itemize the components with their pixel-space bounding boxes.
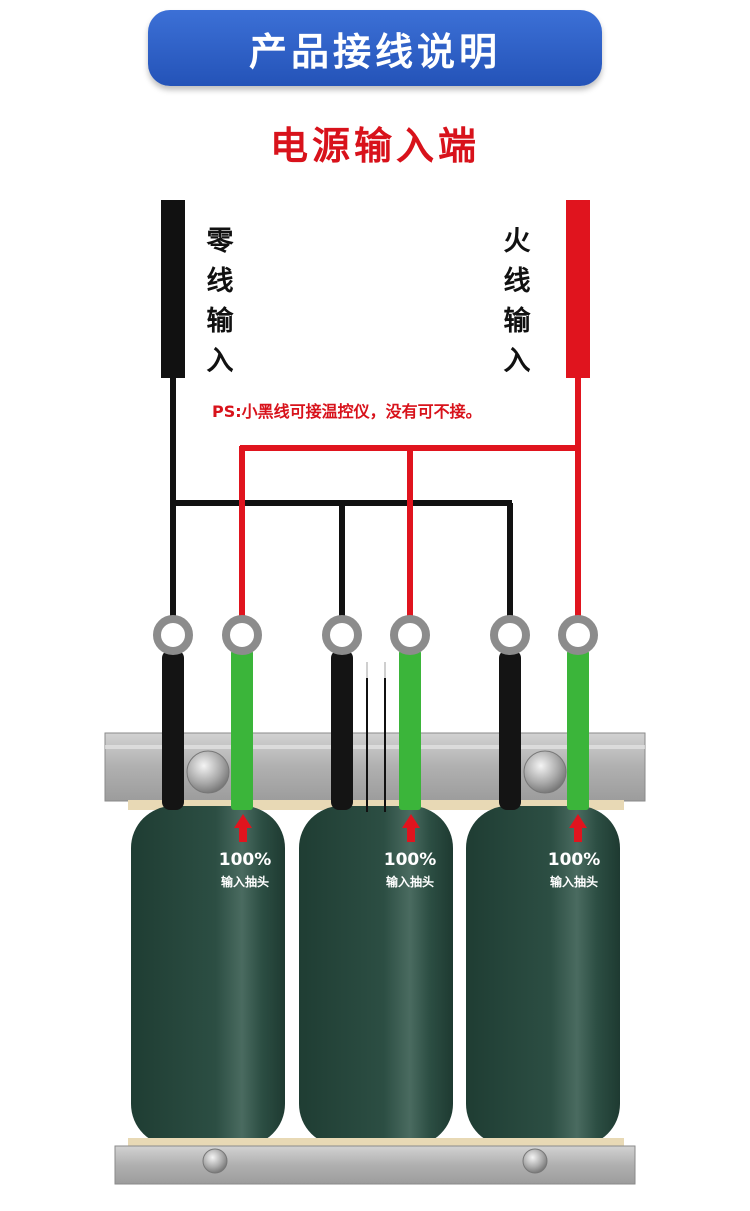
neutral-wires [170, 376, 513, 618]
bolt-icon [523, 750, 567, 794]
tap-label: 输入抽头 [220, 875, 269, 889]
tap-percent: 100% [547, 850, 601, 870]
ring-terminals [153, 615, 598, 655]
ps-note: PS:小黑线可接温控仪，没有可不接。 [212, 402, 482, 421]
header-banner: 产品接线说明 [148, 10, 602, 86]
bolt-icon [186, 750, 230, 794]
coil-leads [162, 650, 589, 810]
coil-1 [131, 806, 285, 1146]
arrow-up-icon [569, 814, 587, 842]
tap-label: 输入抽头 [549, 875, 598, 889]
live-input-label: 火 线 输 入 [503, 226, 531, 377]
bolt-icon [522, 1148, 548, 1174]
coil-3 [466, 806, 620, 1146]
bolt-icon [202, 1148, 228, 1174]
neutral-input-label: 零 线 输 入 [206, 226, 234, 377]
live-wires [239, 376, 581, 618]
neutral-terminal [161, 200, 185, 378]
header-title: 产品接线说明 [248, 29, 501, 74]
arrow-up-icon [402, 814, 420, 842]
live-terminal [566, 200, 590, 378]
tap-label: 输入抽头 [385, 875, 434, 889]
coil-2 [299, 806, 453, 1146]
tap-percent: 100% [383, 850, 437, 870]
tap-percent: 100% [218, 850, 272, 870]
arrow-up-icon [234, 814, 252, 842]
bottom-mounting-rail [114, 1145, 636, 1185]
thermostat-wires [366, 662, 386, 812]
section-title: 电源输入端 [269, 124, 480, 168]
